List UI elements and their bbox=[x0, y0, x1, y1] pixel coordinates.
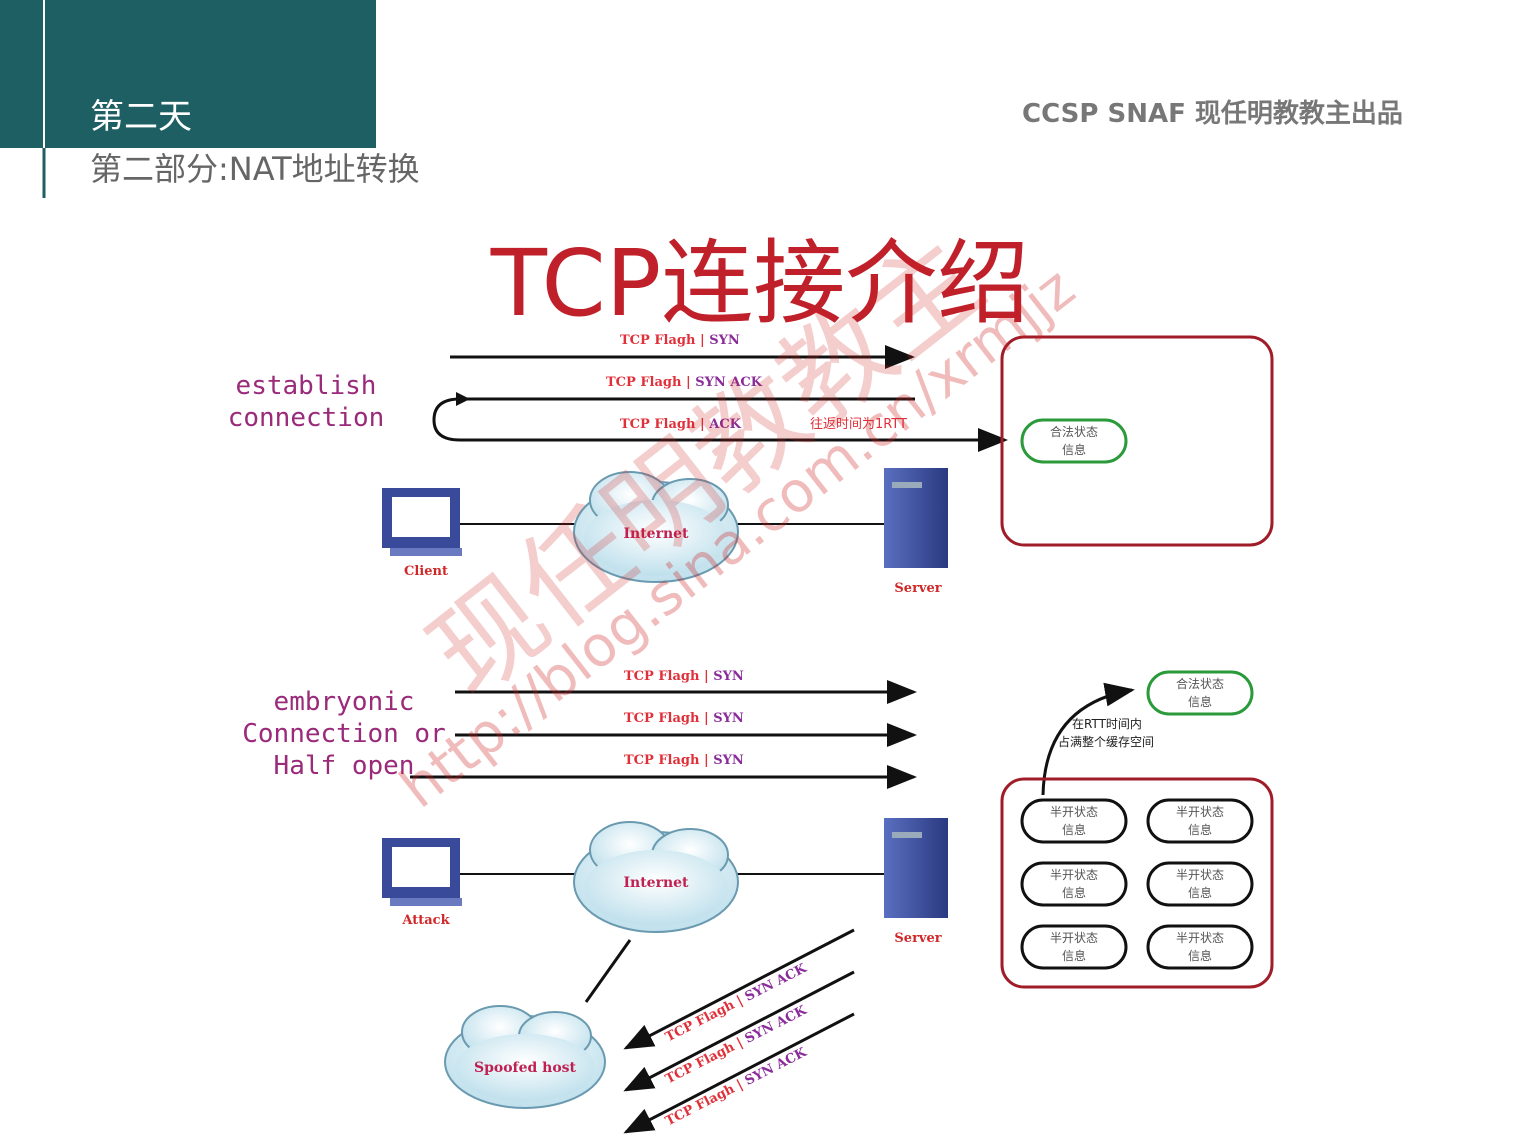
half-open-state-text: 信息 bbox=[1188, 885, 1212, 900]
half-open-state-text: 半开状态 bbox=[1176, 805, 1224, 819]
embryonic-label-2: Connection or bbox=[242, 719, 446, 749]
internet-label: Internet bbox=[623, 875, 689, 891]
spoofed-host-cloud-icon bbox=[444, 1005, 606, 1109]
arrow-flag: TCP Flagh | ACK bbox=[620, 417, 742, 432]
synack-arrow bbox=[623, 1012, 855, 1134]
embryonic-label-3: Half open bbox=[274, 751, 415, 781]
section-title: 第二部分:NAT地址转换 bbox=[90, 150, 420, 188]
client-label: Client bbox=[404, 564, 448, 579]
internet-cloud-icon bbox=[573, 471, 739, 583]
header-block bbox=[0, 0, 376, 148]
half-open-state-text: 半开状态 bbox=[1176, 931, 1224, 945]
embryonic-label-1: embryonic bbox=[274, 687, 415, 717]
half-open-state-pill bbox=[1020, 861, 1128, 907]
server-label: Server bbox=[894, 931, 941, 946]
slide-title: TCP连接介绍 bbox=[490, 230, 1030, 337]
svg-text:信息: 信息 bbox=[1188, 694, 1212, 709]
server-label: Server bbox=[894, 581, 941, 596]
half-open-state-text: 信息 bbox=[1062, 885, 1086, 900]
synack-arrow bbox=[623, 970, 855, 1092]
establish-label-1: establish bbox=[236, 371, 377, 401]
half-open-state-pill bbox=[1146, 861, 1254, 907]
svg-text:合法状态: 合法状态 bbox=[1176, 676, 1224, 691]
arrow-flag: TCP Flagh | SYN bbox=[624, 669, 744, 684]
server-buffer-box bbox=[1000, 335, 1274, 547]
arrow-flag: TCP Flagh | SYN bbox=[624, 753, 744, 768]
legit-state-pill bbox=[1146, 670, 1254, 716]
half-open-state-pill bbox=[1020, 798, 1128, 844]
half-open-state-text: 信息 bbox=[1188, 822, 1212, 837]
internet-cloud-icon bbox=[573, 821, 739, 933]
establish-label-2: connection bbox=[228, 403, 385, 433]
internet-label: Internet bbox=[623, 526, 689, 542]
rtt-note-1: 在RTT时间内 bbox=[1072, 717, 1142, 731]
synack-arrow bbox=[623, 928, 855, 1050]
half-open-state-text: 半开状态 bbox=[1050, 805, 1098, 819]
svg-text:信息: 信息 bbox=[1062, 442, 1086, 457]
svg-text:合法状态: 合法状态 bbox=[1050, 424, 1098, 439]
day-label: 第二天 bbox=[90, 97, 192, 137]
attack-computer-icon bbox=[382, 838, 462, 906]
half-open-state-text: 信息 bbox=[1062, 948, 1086, 963]
half-open-state-pill bbox=[1146, 798, 1254, 844]
client-computer-icon bbox=[382, 488, 462, 556]
half-open-state-text: 半开状态 bbox=[1050, 868, 1098, 882]
arrow-flag: TCP Flagh | SYN bbox=[624, 711, 744, 726]
half-open-state-text: 半开状态 bbox=[1176, 868, 1224, 882]
synack-ack-arrow bbox=[432, 397, 1008, 452]
state-info-pill bbox=[1020, 418, 1128, 464]
rtt-note-2: 占满整个缓存空间 bbox=[1058, 734, 1154, 749]
brand-text: CCSP SNAF 现任明教教主出品 bbox=[1022, 99, 1403, 129]
spoofed-host-label: Spoofed host bbox=[474, 1060, 577, 1076]
half-open-state-pill bbox=[1020, 924, 1128, 970]
arrow-flag: TCP Flagh | SYN ACK bbox=[606, 375, 763, 390]
half-open-state-pill bbox=[1146, 924, 1254, 970]
server-icon bbox=[884, 468, 948, 568]
half-open-state-text: 半开状态 bbox=[1050, 931, 1098, 945]
arrow-flag: TCP Flagh | SYN bbox=[620, 333, 740, 348]
eviction-arrow bbox=[1041, 682, 1135, 796]
half-open-state-text: 信息 bbox=[1188, 948, 1212, 963]
server-icon bbox=[884, 818, 948, 918]
half-open-state-text: 信息 bbox=[1062, 822, 1086, 837]
rtt-note: 往返时间为1RTT bbox=[810, 417, 907, 432]
server-buffer-box bbox=[1000, 777, 1274, 989]
arrow-flag: TCP Flagh | SYN ACK bbox=[663, 1045, 809, 1130]
attack-label: Attack bbox=[401, 913, 450, 928]
